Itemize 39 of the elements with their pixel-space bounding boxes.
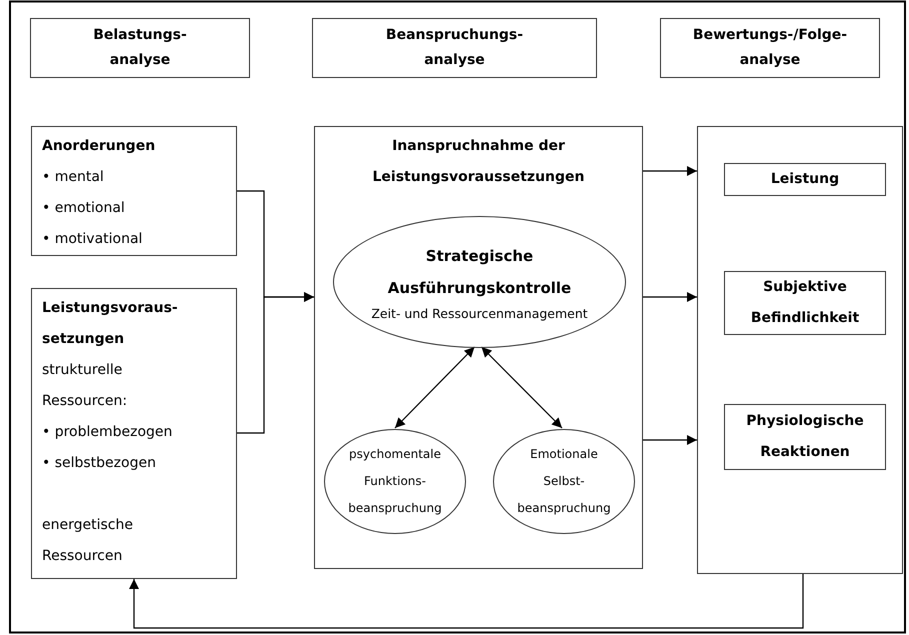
process-ellipse [324,429,466,534]
outcome-label: Leistung [770,170,840,189]
ellipse-heading: Strategische Ausführungskontrolle [386,246,572,299]
column-heading: Beanspruchungs- analyse [384,26,524,70]
bullet-item: • mental [42,168,105,187]
header-box [30,18,250,78]
box-heading: Anorderungen [42,137,156,156]
arrow [129,574,804,629]
outcome-label: Physiologische Reaktionen [745,412,865,462]
ellipse-text: Zeit- und Ressourcenmanagement [371,305,588,323]
outcome-label: Subjektive Befindlichkeit [750,278,860,328]
bullet-item: • motivational [42,230,144,249]
body-text: energetische Ressourcen [42,516,134,566]
column-heading: Bewertungs-/Folge- analyse [692,26,848,70]
arrow [237,292,314,434]
text-box [31,126,237,256]
ellipse-text: Emotionale Selbst- beanspruchung [516,446,612,517]
text-box [31,288,237,579]
column-heading: Belastungs- analyse [92,26,188,70]
ellipse-text: psychomentale Funktions- beanspruchung [347,446,443,517]
box-heading: Inanspruchnahme der Leistungsvoraussetzungen [371,137,586,187]
body-text: strukturelle Ressourcen: [42,361,128,411]
arrow [643,435,697,445]
bullet-item: • emotional [42,199,126,218]
header-box [312,18,597,78]
arrow [643,292,697,302]
process-ellipse [493,429,635,534]
process-box [314,126,643,569]
bullet-item: • selbstbezogen [42,454,157,473]
outcome-box [724,404,886,470]
outcome-box [724,271,886,335]
process-ellipse [333,216,626,348]
arrow [481,346,562,428]
outcome-box [724,163,886,196]
arrow [394,346,475,428]
outcome-box [697,126,903,574]
bullet-item: • problembezogen [42,423,174,442]
header-box [660,18,880,78]
arrow [643,166,697,176]
